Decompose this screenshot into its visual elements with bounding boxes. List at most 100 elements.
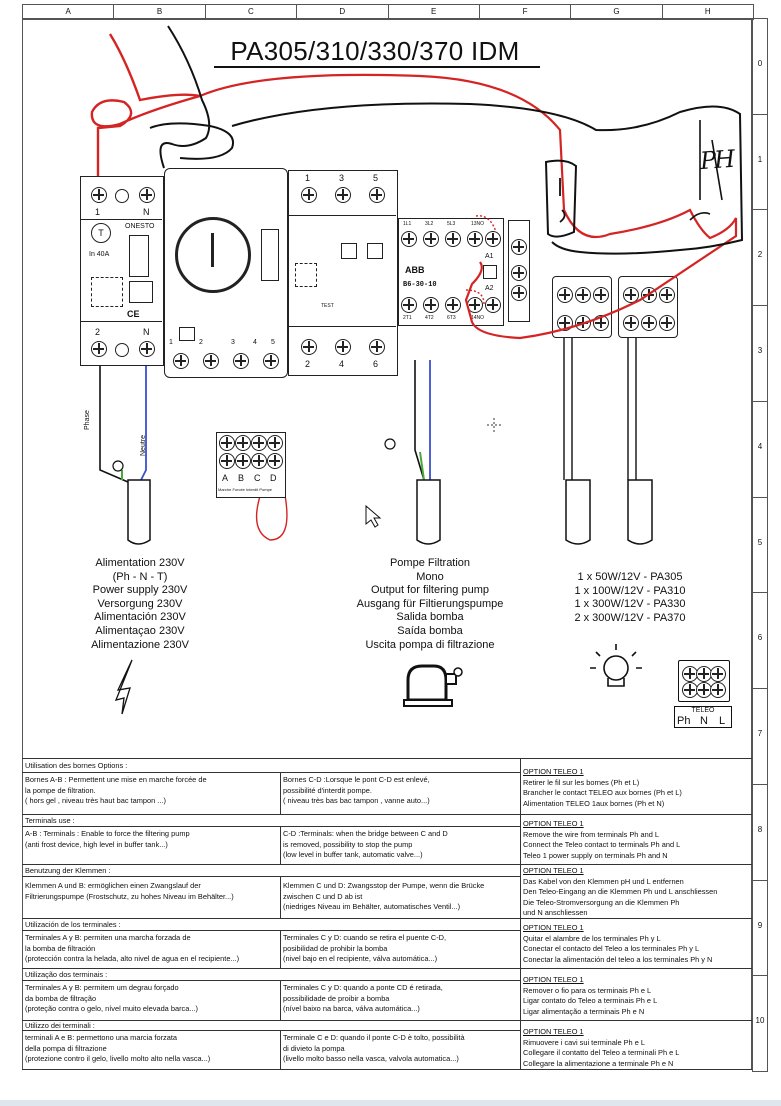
cell-line: (niedriges Niveau im Behälter, automatis… bbox=[283, 902, 461, 911]
cell-line: la pompe de filtration. bbox=[25, 785, 96, 795]
row-label: 3 bbox=[753, 306, 767, 402]
breaker-rating: In 40A bbox=[89, 251, 110, 258]
bridge-label: A bbox=[222, 473, 229, 483]
option-cell: OPTION TELEO 1 Quitar el alambre de los … bbox=[520, 922, 752, 966]
contactor-schematic-icon bbox=[295, 263, 317, 287]
cell-line: Das Kabel von den Klemmen pH und L entfe… bbox=[523, 876, 684, 886]
contactor-body bbox=[289, 215, 396, 327]
caption-line: Pompe Filtration bbox=[389, 557, 471, 569]
table-line bbox=[22, 814, 752, 815]
bridge-footer: Marche Forcée Interdit Pompe bbox=[218, 487, 273, 492]
terminal-screw-icon bbox=[511, 239, 527, 255]
coil-label: A1 bbox=[485, 253, 494, 260]
table-line bbox=[22, 772, 520, 773]
caption-line: 1 x 300W/12V - PA330 bbox=[574, 598, 686, 611]
terminal-screw-icon bbox=[173, 353, 189, 369]
terminal-screw-icon bbox=[301, 339, 317, 355]
caption-line: Power supply 230V bbox=[92, 584, 188, 597]
lightning-icon bbox=[114, 659, 133, 715]
caption-line: (Ph - N - T) bbox=[112, 570, 168, 583]
cell-line: Collegare la alimentazione a terminale P… bbox=[523, 1058, 674, 1068]
wiring-handdrawn bbox=[90, 25, 744, 340]
abb-brand: ABB bbox=[405, 265, 425, 275]
cell-line: Remover o fio para os terminais Ph e L bbox=[523, 985, 652, 995]
cell-line: (livello molto basso nella vasca, valvol… bbox=[283, 1054, 459, 1063]
cell-line: Conectar el contacto del Teleo a los ter… bbox=[523, 944, 700, 953]
cell-line: Klemmen A und B: ermöglichen einen Zwang… bbox=[25, 881, 201, 890]
option-cell: OPTION TELEO 1 Das Kabel von den Klemmen… bbox=[520, 865, 752, 920]
cell-line: (proteção contra o gelo, nível muito ele… bbox=[25, 1004, 198, 1013]
ce-mark: CE bbox=[127, 309, 140, 319]
cell-line: Alimentation TELEO 1aux bornes (Ph et N) bbox=[523, 798, 665, 808]
row-grid: 0 1 2 3 4 5 6 7 8 9 10 bbox=[752, 18, 768, 1072]
cell-line: posibilidad de prohibir la bomba bbox=[283, 943, 388, 953]
row-label: 9 bbox=[753, 881, 767, 977]
terminal-screw-icon bbox=[233, 353, 249, 369]
breaker-handle-icon bbox=[129, 281, 153, 303]
terminal-screw-icon bbox=[251, 435, 267, 451]
cell-line: ( niveau très bas bac tampon , vanne aut… bbox=[283, 796, 430, 805]
cell-line: Terminales C y D: quando a ponte CD é re… bbox=[283, 983, 443, 992]
terminal-screw-icon bbox=[423, 231, 439, 247]
section-col1: Klemmen A und B: ermöglichen einen Zwang… bbox=[22, 880, 280, 903]
table-line bbox=[22, 758, 752, 759]
col-label: C bbox=[206, 5, 298, 19]
terminal-screw-icon bbox=[659, 315, 675, 331]
section-col1: terminali A e B: permettono una marcia f… bbox=[22, 1032, 280, 1066]
section-col1: Terminales A y B: permitem um degrau for… bbox=[22, 982, 280, 1016]
window-bottom-scrollbar[interactable] bbox=[0, 1100, 781, 1106]
table-line bbox=[22, 918, 752, 919]
timer-label: 5 bbox=[271, 339, 275, 346]
option-cell: OPTION TELEO 1 Rimuovere i cavi sui term… bbox=[520, 1026, 752, 1070]
column-grid: A B C D E F G H bbox=[22, 4, 754, 20]
table-line bbox=[22, 826, 520, 827]
teleo-l: L bbox=[719, 715, 726, 727]
terminal-label: 1 bbox=[305, 173, 311, 183]
bulb-icon bbox=[590, 644, 642, 687]
option-title: OPTION TELEO 1 bbox=[523, 866, 584, 875]
terminal-label: 13NO bbox=[471, 221, 485, 227]
row-label: 4 bbox=[753, 402, 767, 498]
caption-line: Output for filtering pump bbox=[370, 584, 489, 597]
handwritten-ph: PH bbox=[699, 144, 735, 176]
terminal-label: 5L3 bbox=[447, 221, 456, 227]
title-underline bbox=[214, 66, 540, 68]
terminal-screw-icon bbox=[710, 666, 726, 682]
terminal-label: 3 bbox=[339, 173, 345, 183]
terminal-screw-icon bbox=[139, 341, 155, 357]
section-col2: Terminales C y D: quando a ponte CD é re… bbox=[280, 982, 520, 1016]
terminal-screw-icon bbox=[219, 435, 235, 451]
terminal-screw-icon bbox=[235, 435, 251, 451]
cell-line: Den Teleo-Eingang an die Klemmen Ph und … bbox=[523, 887, 718, 896]
terminal-screw-icon bbox=[91, 341, 107, 357]
teleo-ph: Ph bbox=[677, 715, 691, 727]
contactor-test: TEST bbox=[321, 303, 334, 309]
terminal-screw-icon bbox=[467, 297, 483, 313]
option-title: OPTION TELEO 1 bbox=[523, 767, 584, 776]
terminal-screw-icon bbox=[267, 435, 283, 451]
cell-line: Terminales A y B: permitem um degrau for… bbox=[25, 983, 179, 992]
section-heading: Utilisation des bornes Options : bbox=[25, 761, 128, 770]
caption-line: Alimentación 230V bbox=[94, 611, 186, 624]
timer-label: 2 bbox=[199, 339, 203, 346]
table-line bbox=[280, 772, 281, 814]
cell-line: Klemmen C und D: Zwangsstop der Pumpe, w… bbox=[283, 881, 485, 890]
terminal-label: 14NO bbox=[471, 315, 485, 321]
timer-label: 1 bbox=[169, 339, 173, 346]
teleo-title: TELEO bbox=[691, 707, 715, 714]
terminal-screw-icon bbox=[335, 187, 351, 203]
teleo-label-box: TELEO Ph N L bbox=[674, 706, 732, 728]
circuit-breaker: 1 N T ONESTO In 40A CE 2 N bbox=[80, 176, 164, 366]
table-line bbox=[22, 980, 520, 981]
terminal-screw-icon bbox=[696, 682, 712, 698]
cell-line: Collegare il contatto del Teleo a termin… bbox=[523, 1048, 680, 1057]
terminal-label: N bbox=[143, 327, 150, 337]
breaker-toggle-icon bbox=[129, 235, 149, 277]
cell-line: Bornes A-B : Permettent une mise en marc… bbox=[25, 775, 207, 784]
caption-line: Alimentaçao 230V bbox=[95, 624, 185, 637]
terminal-hole bbox=[115, 189, 129, 203]
table-line bbox=[22, 1030, 520, 1031]
cell-line: di divieto la pompa bbox=[283, 1043, 345, 1053]
col-label: G bbox=[571, 5, 663, 19]
cell-line: Terminales C y D: cuando se retira el pu… bbox=[283, 933, 447, 942]
